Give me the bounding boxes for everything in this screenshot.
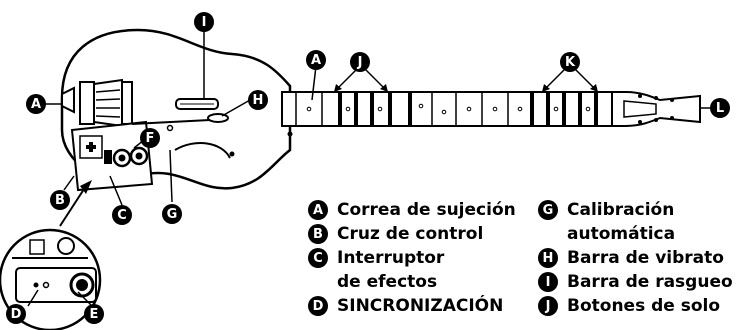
vibrato-bar: [131, 113, 229, 125]
legend-item-i: I Barra de rasgueo: [538, 270, 733, 294]
legend-left: A Correa de sujeción B Cruz de control C In…: [308, 198, 516, 318]
legend-item-j: J Botones de solo: [538, 294, 733, 318]
legend-label-i: Barra de rasgueo: [567, 271, 733, 292]
control-panel: [70, 120, 154, 192]
legend-item-a: A Correa de sujeción: [308, 198, 516, 222]
legend-item-b: B Cruz de control: [308, 222, 516, 246]
legend-label-g: Calibración: [567, 199, 675, 220]
legend-label-a: Correa de sujeción: [337, 199, 516, 220]
legend-badge-g: G: [538, 200, 558, 220]
fret-marker: [418, 103, 424, 109]
sync-detail-inset: [0, 228, 102, 330]
legend-badge-b: B: [308, 224, 328, 244]
callout-j: J: [350, 52, 370, 72]
fret-marker: [345, 106, 351, 112]
callout-g: G: [162, 204, 182, 224]
legend-label-b: Cruz de control: [337, 223, 484, 244]
fret-marker: [306, 106, 312, 112]
legend-badge-j: J: [538, 296, 558, 316]
legend-badge-h: H: [538, 248, 558, 268]
fret-marker: [553, 106, 559, 112]
legend-label-g-line2: automática: [567, 224, 676, 244]
headstock: [611, 91, 701, 127]
fret-marker: [466, 106, 472, 112]
body-screw-2: [287, 131, 293, 137]
fret-marker: [441, 109, 447, 115]
fret-marker: [492, 106, 498, 112]
callout-d: D: [6, 304, 26, 324]
callout-a-left: A: [26, 94, 46, 114]
callout-i: I: [194, 12, 214, 32]
callout-c: C: [112, 205, 132, 225]
callout-k: K: [560, 52, 580, 72]
legend-item-h: H Barra de vibrato: [538, 246, 733, 270]
legend-label-h: Barra de vibrato: [567, 247, 724, 268]
legend-label-c-line2: de efectos: [337, 272, 438, 292]
fret-marker: [517, 106, 523, 112]
guitar-neck: [281, 91, 613, 127]
callout-f: F: [140, 128, 160, 148]
fret-marker: [585, 106, 591, 112]
arrowheads: [59, 84, 598, 227]
callout-b: B: [50, 190, 70, 210]
legend-item-g: G Calibración: [538, 198, 733, 222]
legend-badge-c: C: [308, 248, 328, 268]
legend-badge-a: A: [308, 200, 328, 220]
legend-item-c: C Interruptor: [308, 246, 516, 270]
legend-label-c: Interruptor: [337, 247, 445, 268]
legend-item-d: D SINCRONIZACIÓN: [308, 294, 516, 318]
fret-marker: [377, 106, 383, 112]
strum-bar: [175, 98, 219, 110]
legend-badge-d: D: [308, 296, 328, 316]
callout-h: H: [248, 90, 268, 110]
body-screw-1: [229, 151, 235, 157]
legend-label-j: Botones de solo: [567, 295, 721, 316]
tailpiece: [79, 78, 133, 128]
strap-button: [61, 86, 75, 114]
legend-label-d: SINCRONIZACIÓN: [337, 295, 504, 316]
body-screw-3: [166, 124, 174, 132]
callout-l: L: [710, 98, 730, 118]
callout-a-top: A: [306, 50, 326, 70]
body-curve: [174, 142, 231, 159]
legend-badge-i: I: [538, 272, 558, 292]
legend-right: G Calibración automática H Barra de vibrat…: [538, 198, 733, 318]
callout-e: E: [84, 304, 104, 324]
